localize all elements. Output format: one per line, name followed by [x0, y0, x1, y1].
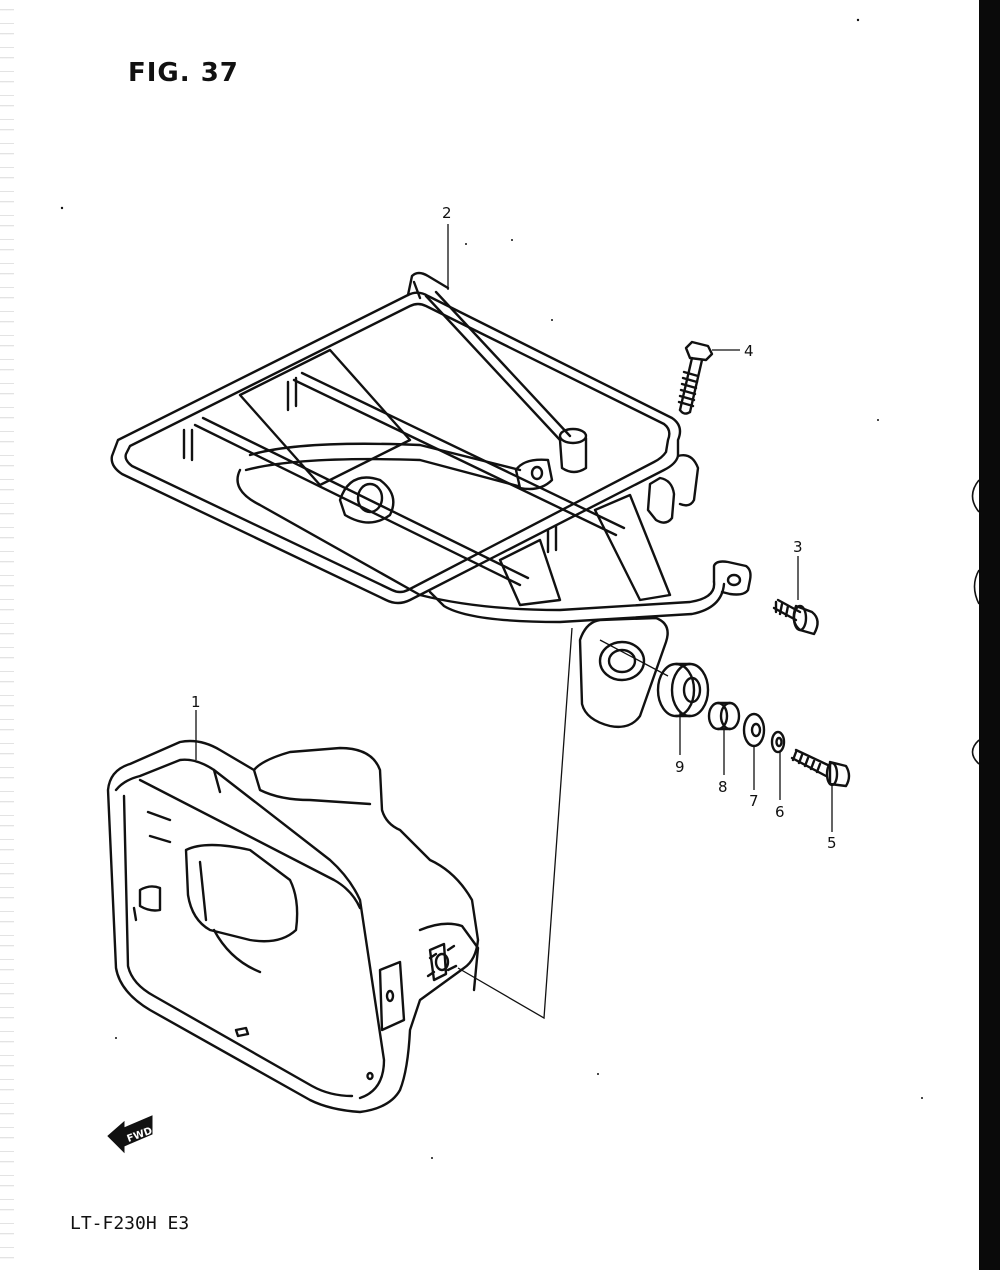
callout-3: 3 [793, 538, 803, 556]
model-code: LT-F230H E3 [70, 1213, 190, 1234]
callout-5: 5 [827, 834, 837, 852]
scan-specks [60, 18, 923, 1159]
callout-7: 7 [749, 792, 759, 810]
lockwasher-part-6 [770, 730, 786, 754]
callout-1: 1 [191, 693, 201, 711]
callout-4: 4 [744, 342, 754, 360]
page-edge-bar [979, 0, 1000, 1270]
carrier-rack-part-2 [110, 271, 752, 729]
headlight-housing-part-1 [106, 739, 480, 1114]
assembly-line-housing [457, 627, 573, 1020]
washer-part-7 [742, 712, 766, 748]
figure-title: FIG. 37 [128, 58, 239, 88]
bolt-part-4 [677, 340, 714, 415]
assembly-line-grommet [599, 639, 669, 677]
callout-6: 6 [775, 803, 785, 821]
bolt-part-3 [772, 598, 819, 636]
grommet-part-9 [656, 662, 710, 718]
leader-lines [195, 224, 833, 1020]
callout-9: 9 [675, 758, 685, 776]
collar-part-8 [707, 701, 741, 731]
fwd-arrow-icon: FWD [107, 1115, 154, 1154]
callout-2: 2 [442, 204, 452, 222]
scan-edge [0, 0, 14, 1270]
adjacent-figure-fragment [971, 479, 980, 765]
callout-8: 8 [718, 778, 728, 796]
callout-numbers: 2 4 3 1 9 8 7 6 5 [191, 204, 837, 852]
bolt-part-5 [790, 748, 851, 788]
